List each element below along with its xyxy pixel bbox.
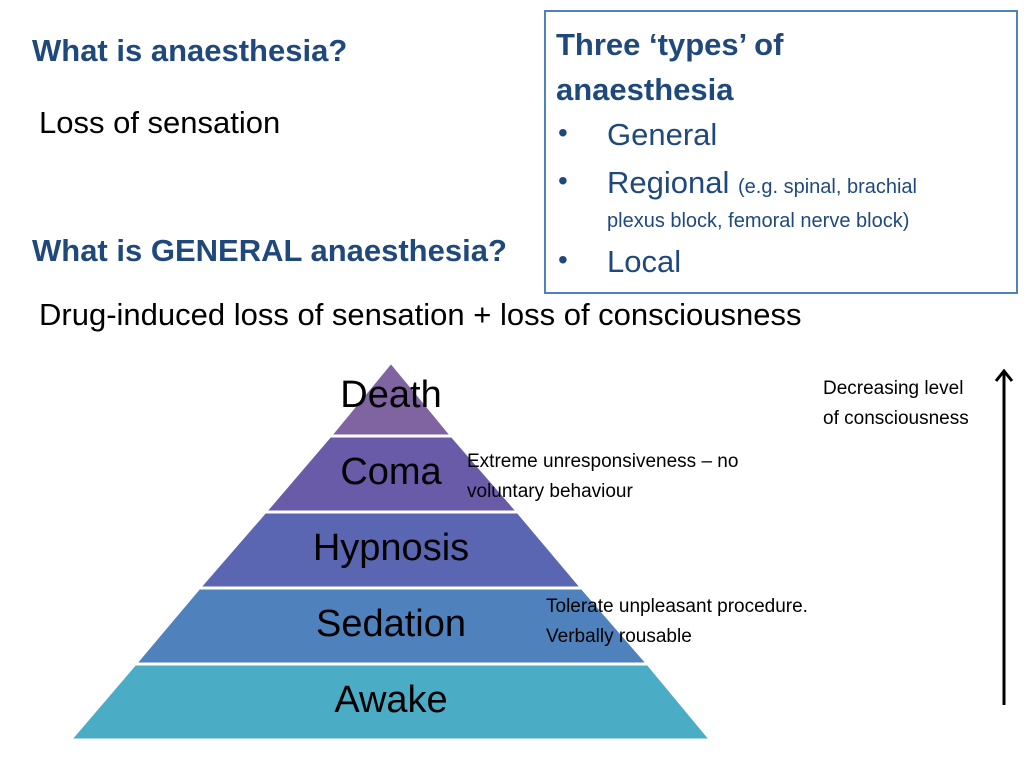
annotation-coma-line1: Extreme unresponsiveness – no bbox=[467, 451, 739, 472]
tier-label-death: Death bbox=[340, 374, 442, 416]
up-arrow-icon bbox=[994, 368, 1014, 705]
bullet-icon: • bbox=[558, 117, 568, 148]
tier-label-sedation: Sedation bbox=[315, 603, 466, 645]
arrow-label: Decreasing level of consciousness bbox=[823, 374, 969, 434]
bullet-label-general: General bbox=[607, 117, 718, 152]
bullet-note-regional-cont: plexus block, femoral nerve block) bbox=[607, 210, 910, 232]
pyramid-tier-awake bbox=[66, 662, 715, 742]
bullet-icon: • bbox=[558, 165, 568, 196]
annotation-sedation-line1: Tolerate unpleasant procedure. bbox=[546, 596, 808, 617]
bullet-text-regional: Regional (e.g. spinal, brachial bbox=[607, 165, 917, 201]
annotation-sedation: Tolerate unpleasant procedure. Verbally … bbox=[546, 592, 808, 652]
bullet-label-regional: Regional bbox=[607, 165, 730, 200]
arrow-label-line2: of consciousness bbox=[823, 408, 969, 429]
types-of-anaesthesia-box: Three ‘types’ of anaesthesia • General •… bbox=[544, 10, 1018, 294]
answer-general-anaesthesia: Drug-induced loss of sensation + loss of… bbox=[39, 297, 802, 332]
answer-loss-of-sensation: Loss of sensation bbox=[39, 105, 281, 140]
question-what-is-general-anaesthesia: What is GENERAL anaesthesia? bbox=[32, 233, 507, 268]
types-title: Three ‘types’ of anaesthesia bbox=[556, 27, 784, 107]
bullet-note-regional: (e.g. spinal, brachial bbox=[738, 176, 917, 198]
arrow-label-line1: Decreasing level bbox=[823, 378, 964, 399]
annotation-coma-line2: voluntary behaviour bbox=[467, 481, 633, 502]
annotation-sedation-line2: Verbally rousable bbox=[546, 626, 692, 647]
question-what-is-anaesthesia: What is anaesthesia? bbox=[32, 33, 348, 68]
tier-label-coma: Coma bbox=[340, 451, 442, 493]
bullet-label-local: Local bbox=[607, 244, 682, 279]
annotation-coma: Extreme unresponsiveness – no voluntary … bbox=[467, 447, 738, 507]
tier-label-hypnosis: Hypnosis bbox=[312, 527, 470, 569]
bullet-icon: • bbox=[558, 244, 568, 275]
tier-label-awake: Awake bbox=[334, 679, 448, 721]
